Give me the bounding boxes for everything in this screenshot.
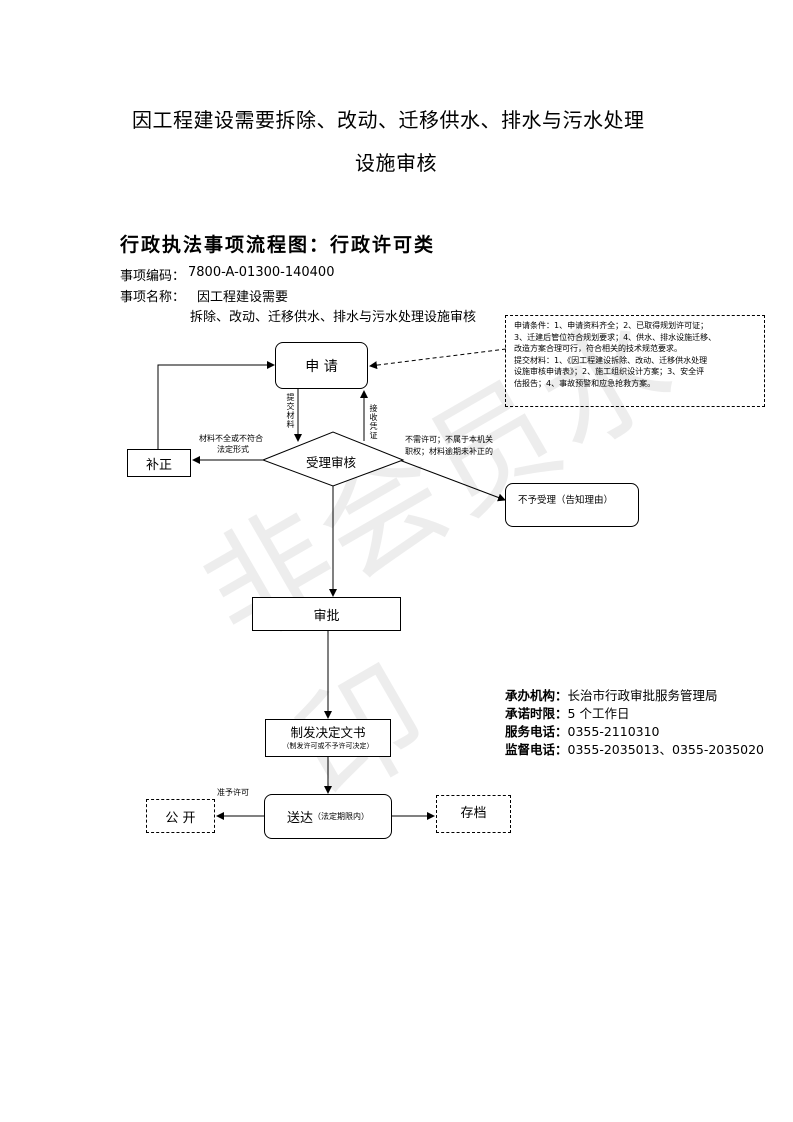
contact-block: 承办机构：长治市行政审批服务管理局 承诺时限：5 个工作日 服务电话：0355-… — [505, 687, 764, 759]
apply-node-label: 申 请 — [305, 358, 338, 375]
conditions-line-2: 3、迁建后管位符合规划要求；4、供水、排水设施迁移、 — [514, 332, 717, 342]
approve-node: 审批 — [252, 597, 401, 631]
item-name-line2: 拆除、改动、迁移供水、排水与污水处理设施审核 — [190, 310, 477, 325]
apply-node: 申 请 — [275, 342, 368, 389]
contact-phone-value: 0355-2110310 — [567, 724, 660, 739]
review-diamond — [261, 431, 405, 487]
item-name-label: 事项名称： — [120, 290, 186, 305]
conditions-line-1: 申请条件：1、申请资料齐全；2、已取得规划许可证； — [514, 321, 709, 330]
contact-supervise: 监督电话：0355-2035013、0355-2035020 — [505, 741, 764, 759]
contact-org: 承办机构：长治市行政审批服务管理局 — [505, 687, 764, 705]
approve-node-label: 审批 — [313, 608, 340, 624]
contact-supervise-value: 0355-2035013、0355-2035020 — [567, 742, 765, 757]
contact-time-value: 5 个工作日 — [567, 706, 630, 721]
deliver-node: 送达 （法定期限内） — [264, 794, 392, 839]
conditions-line-4: 提交材料：1、《因工程建设拆除、改动、迁移供水处理 — [514, 355, 708, 365]
permit-note: 准予许可 — [217, 788, 249, 797]
supplement-node: 补正 — [127, 449, 191, 477]
reject-note-2: 职权；材料逾期未补正的 — [405, 447, 493, 456]
contact-org-value: 长治市行政审批服务管理局 — [567, 688, 718, 703]
decision-node-note: （制发许可或不予许可决定） — [282, 742, 374, 750]
conditions-to-apply-arrow — [369, 348, 507, 370]
decision-node: 制发决定文书 （制发许可或不予许可决定） — [265, 719, 391, 757]
contact-phone: 服务电话：0355-2110310 — [505, 723, 764, 741]
item-code-label: 事项编码： — [120, 269, 186, 284]
public-node-label: 公 开 — [165, 810, 196, 826]
conditions-box: 申请条件：1、申请资料齐全；2、已取得规划许可证； 3、迁建后管位符合规划要求；… — [505, 315, 765, 407]
page-title-line2: 设施审核 — [355, 151, 437, 175]
deliver-node-note: （法定期限内） — [313, 812, 369, 821]
archive-node-label: 存档 — [460, 806, 487, 821]
flowchart-subtitle: 行政执法事项流程图：行政许可类 — [120, 234, 436, 256]
contact-supervise-label: 监督电话： — [505, 742, 568, 757]
archive-node: 存档 — [436, 795, 511, 833]
decision-node-label: 制发决定文书 — [290, 725, 366, 740]
contact-time: 承诺时限：5 个工作日 — [505, 705, 764, 723]
supplement-node-label: 补正 — [145, 457, 172, 473]
reject-node-label: 不予受理（告知理由） — [518, 495, 614, 506]
item-code-value: 7800-A-01300-140400 — [188, 265, 335, 280]
conditions-line-6: 估报告；4、事故预警和应急抢救方案。 — [514, 378, 656, 388]
contact-phone-label: 服务电话： — [505, 724, 568, 739]
submit-materials-label: 提交材料 — [286, 393, 295, 429]
supplement-note-1: 材料不全或不符合 — [199, 434, 263, 443]
contact-time-label: 承诺时限： — [505, 706, 568, 721]
public-node: 公 开 — [146, 799, 215, 833]
receipt-label: 接收凭证 — [369, 404, 378, 440]
reject-node: 不予受理（告知理由） — [505, 483, 639, 527]
contact-org-label: 承办机构： — [505, 688, 568, 703]
supplement-note-2: 法定形式 — [217, 445, 249, 454]
conditions-line-3: 改造方案合理可行，符合相关的技术规范要求。 — [514, 344, 682, 353]
review-node-label: 受理审核 — [306, 455, 357, 470]
conditions-line-5: 设施审核申请表》；2、施工组织设计方案；3、安全评 — [514, 367, 705, 376]
deliver-node-label: 送达 — [286, 811, 313, 826]
page-title-line1: 因工程建设需要拆除、改动、迁移供水、排水与污水处理 — [132, 108, 645, 132]
item-name-line1: 因工程建设需要 — [197, 290, 289, 305]
supplement-to-apply-arrow — [157, 361, 275, 449]
reject-note-1: 不需许可；不属于本机关 — [405, 435, 493, 444]
